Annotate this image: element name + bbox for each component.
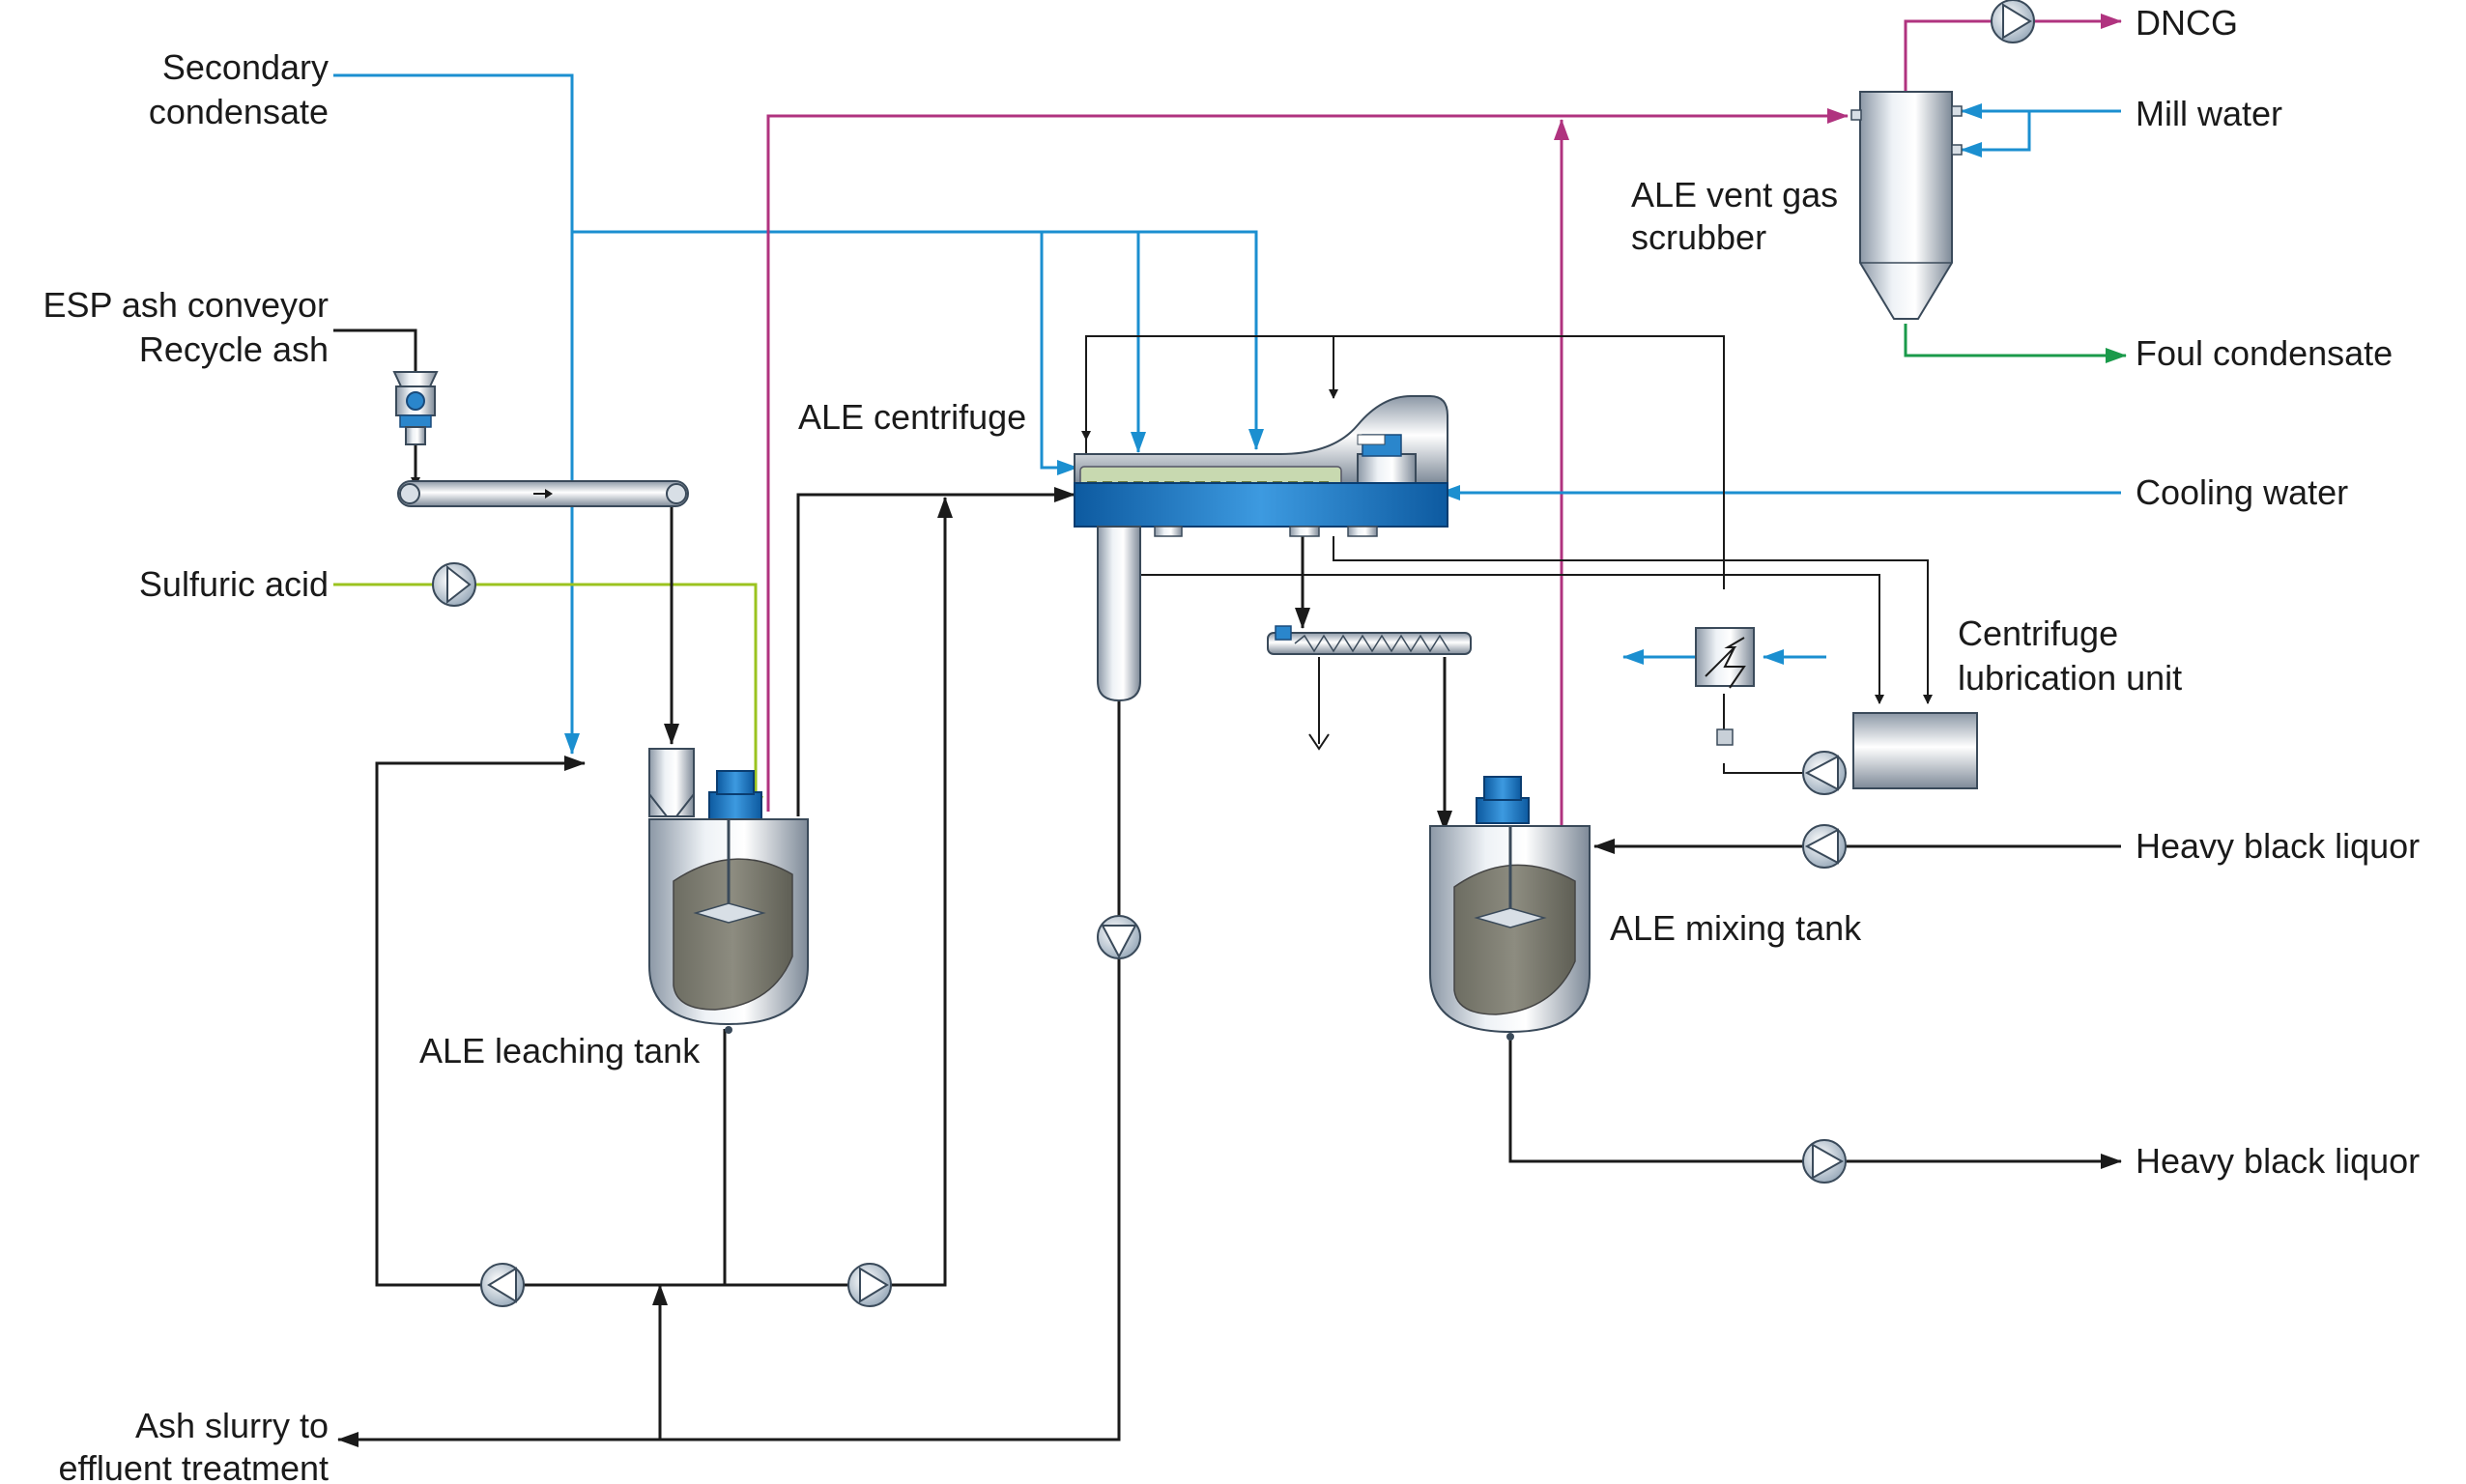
ale-mixing-tank [1429, 776, 1591, 1041]
centrifuge-service-lines [1081, 335, 1933, 774]
label-ash-slurry-line2: effluent treatment [58, 1448, 329, 1484]
pump-icon [847, 1263, 892, 1307]
rotary-valve-icon [392, 371, 439, 445]
label-foul-condensate: Foul condensate [2136, 333, 2393, 373]
label-esp-ash-conveyor: ESP ash conveyor [43, 285, 329, 325]
mill-water-lines [1961, 103, 2121, 157]
heavy-black-liquor-lines [1508, 839, 2122, 1169]
label-cooling-water: Cooling water [2136, 472, 2348, 512]
agitator-icon [693, 819, 766, 924]
pump-icon [1802, 824, 1847, 869]
label-ale-mixing-tank: ALE mixing tank [1610, 908, 1862, 948]
pump-icon [1802, 751, 1847, 795]
label-recycle-ash: Recycle ash [139, 329, 329, 369]
heat-exchanger-icon [1695, 627, 1755, 746]
label-scrubber-line2: scrubber [1631, 217, 1766, 257]
agitator-icon [1474, 826, 1547, 928]
centrifuge-discharge-lines [1295, 527, 1452, 832]
label-secondary-condensate-line1: Secondary [162, 47, 329, 87]
agitator-motor-icon [708, 770, 762, 820]
ash-feed-lines [333, 328, 679, 745]
centrifuge-lubrication-unit [1852, 712, 1978, 789]
label-mill-water: Mill water [2136, 94, 2282, 133]
secondary-condensate-lines [333, 73, 1264, 755]
label-ale-leaching-tank: ALE leaching tank [419, 1031, 701, 1070]
ale-vent-gas-scrubber [1850, 91, 1963, 320]
pump-icon [432, 562, 476, 607]
vent-gas-lines [766, 14, 2122, 826]
belt-conveyor-icon [397, 480, 689, 507]
ale-leaching-tank [648, 748, 809, 1034]
pump-icon [1802, 1139, 1847, 1184]
foul-condensate-line [1904, 324, 2127, 363]
label-lubrication-line2: lubrication unit [1958, 658, 2182, 698]
label-scrubber-line1: ALE vent gas [1631, 175, 1838, 214]
label-ale-centrifuge: ALE centrifuge [798, 397, 1026, 437]
label-lubrication-line1: Centrifuge [1958, 614, 2118, 653]
label-sulfuric-acid: Sulfuric acid [139, 564, 329, 604]
agitator-motor-icon [1476, 776, 1530, 824]
screw-conveyor-icon [1267, 625, 1472, 655]
label-ash-slurry-line1: Ash slurry to [135, 1406, 329, 1445]
label-heavy-black-liquor-out: Heavy black liquor [2136, 1141, 2420, 1181]
label-secondary-condensate-line2: condensate [149, 92, 329, 131]
pump-icon [1991, 0, 2035, 43]
label-heavy-black-liquor-in: Heavy black liquor [2136, 826, 2420, 866]
pump-icon [480, 1263, 525, 1307]
label-dncg: DNCG [2136, 3, 2238, 43]
pump-icon [1097, 915, 1141, 959]
ale-centrifuge [1074, 395, 1448, 702]
